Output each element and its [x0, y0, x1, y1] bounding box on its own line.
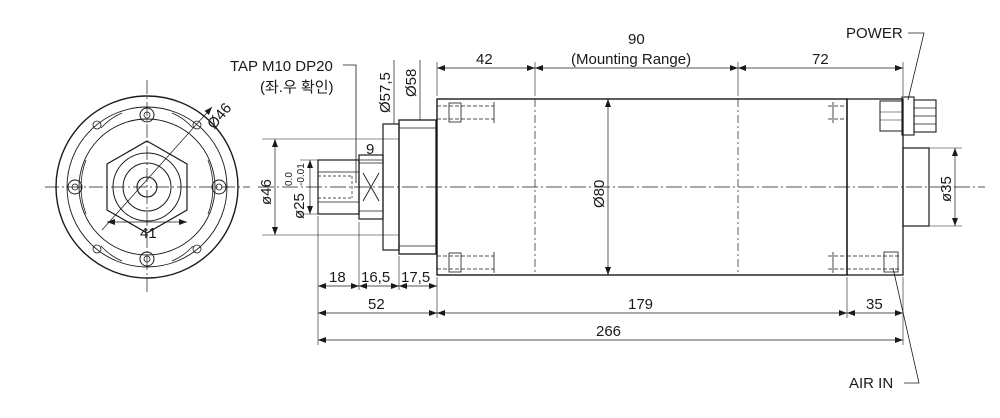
- side-rear-shaft: [902, 147, 930, 227]
- dim-diameter-35: ø35: [938, 176, 955, 202]
- dim-17-5: 17,5: [401, 269, 430, 286]
- air-in-fitting: [847, 251, 899, 273]
- side-view: 42 90 (Mounting Range) 72 Ø57,5 Ø58 TAP …: [230, 25, 985, 392]
- dim-266: 266: [596, 323, 621, 340]
- side-bolt-top-right: [828, 102, 847, 123]
- dim-72: 72: [812, 51, 829, 68]
- dim-diameter-57-5: Ø57,5: [377, 72, 394, 113]
- dim-42: 42: [476, 51, 493, 68]
- dim-front-41: 41: [140, 225, 157, 242]
- side-bolt-bottom-left: [437, 252, 495, 273]
- tap-note: (좌.우 확인): [260, 79, 334, 96]
- dim-front-diameter-46: Ø46: [204, 100, 235, 133]
- dim-tolerance-upper: 0.0: [284, 172, 295, 186]
- dim-tolerance-lower: -0.01: [296, 163, 307, 186]
- front-mounting-holes: [67, 107, 227, 267]
- tap-label: TAP M10 DP20: [230, 58, 333, 75]
- dim-52: 52: [368, 296, 385, 313]
- dim-9: 9: [366, 141, 374, 158]
- side-bolt-bottom-right: [828, 252, 847, 273]
- dim-90: 90: [628, 31, 645, 48]
- dim-179: 179: [628, 296, 653, 313]
- front-hex-nut: [106, 140, 188, 234]
- dim-16-5: 16,5: [361, 269, 390, 286]
- dim-side-diameter-46: ø46: [258, 179, 275, 205]
- dim-diameter-25: ø25: [291, 193, 308, 219]
- dim-diameter-80: Ø80: [591, 180, 608, 208]
- front-outer-circle: [55, 95, 239, 279]
- front-view: Ø46 41: [45, 80, 250, 295]
- side-bolt-top-left: [437, 102, 495, 123]
- dim-diameter-58: Ø58: [403, 69, 420, 97]
- mounting-range-label: (Mounting Range): [571, 51, 691, 68]
- power-connector: [879, 96, 937, 136]
- air-in-label: AIR IN: [849, 375, 893, 392]
- power-label: POWER: [846, 25, 903, 42]
- dim-35-length: 35: [866, 296, 883, 313]
- dim-18: 18: [329, 269, 346, 286]
